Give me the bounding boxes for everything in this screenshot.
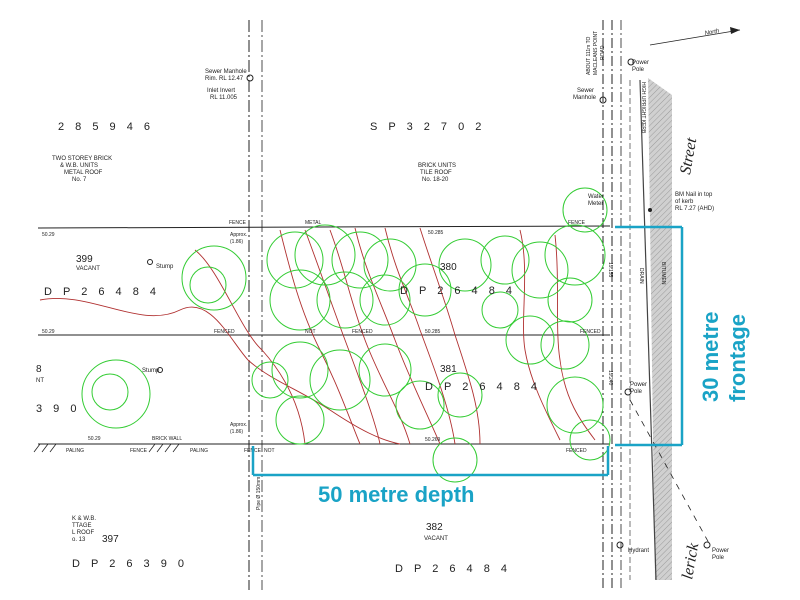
note-kw-3: L ROOF [72, 530, 94, 536]
lot-dp-26484-d: D P 2 6 4 8 4 [395, 563, 511, 575]
note-power-pole-4b: Pole [712, 555, 725, 561]
dim-w2: 15.240 [607, 370, 613, 386]
dim-d1: 50.29 [42, 232, 55, 238]
note-metal: METAL [305, 220, 322, 226]
note-kw-4: o. 13 [72, 537, 86, 543]
note-approx-2v: (1.86) [230, 429, 243, 435]
note-bm-nail-2: of kerb [675, 199, 694, 205]
lot-8-status-fragment: NT [36, 378, 44, 384]
note-bm-nail-1: BM Nail in top [675, 192, 713, 198]
street-label: Street [677, 136, 700, 176]
note-kw-2: TTAGE [72, 523, 92, 529]
dim-d3: 50.29 [42, 329, 55, 335]
lot-8-fragment: 8 [36, 364, 42, 375]
lot-390: 3 9 0 [36, 403, 80, 415]
note-sewer-2: Sewer [577, 88, 594, 94]
dim-w1: 15.155 [607, 262, 613, 278]
note-bm-rl: RL 7.27 (AHD) [675, 206, 714, 212]
note-about-1: ABOUT 111m TO [586, 36, 592, 75]
lot-dp-26484-a: D P 2 6 4 8 4 [44, 286, 160, 298]
lot-381: 381 [440, 364, 457, 375]
note-paling-2: PALING [190, 448, 208, 454]
note-about-3: ROAD [600, 45, 606, 60]
note-paling-1: PALING [66, 448, 84, 454]
note-approx-2: Approx. [230, 422, 247, 428]
note-power-pole-4: Power [712, 548, 729, 554]
note-no18-20: No. 18-20 [422, 177, 449, 183]
lot-397: 397 [102, 534, 119, 545]
note-tile-roof: TILE ROOF [420, 170, 452, 176]
note-fence-3: FENCE [130, 448, 148, 454]
lot-dp-26484-b: D P 2 6 4 8 4 [400, 285, 516, 297]
note-two-storey: TWO STOREY BRICK [52, 156, 112, 162]
lot-382-status: VACANT [424, 536, 448, 542]
note-power-pole-1b: Pole [632, 67, 645, 73]
note-inlet-rl: RL 11.005 [210, 95, 238, 101]
note-water-2: Meter [588, 201, 603, 207]
lot-sp-32702: S P 3 2 7 0 2 [370, 121, 485, 133]
note-not-1: NOT [305, 329, 316, 335]
note-manhole-2: Manhole [573, 95, 597, 101]
note-high-kerb: HIGH UPRIGHT KERB [640, 82, 646, 134]
note-no7: No. 7 [72, 177, 87, 183]
note-sewer-manhole-1: Sewer Manhole [205, 69, 247, 75]
survey-marks [147, 58, 711, 549]
boundary-top [37, 225, 611, 229]
lot-399-status: VACANT [76, 266, 100, 272]
north-arrow-head [730, 27, 740, 34]
lot-285946: 2 8 5 9 4 6 [58, 121, 154, 133]
note-wb-units: & W.B. UNITS [60, 163, 98, 169]
note-approx-1: Approx. [230, 232, 247, 238]
note-power-pole-3b: Pole [630, 389, 643, 395]
note-stump-1: Stump [156, 264, 174, 270]
note-pipe: Pipe Ø 150mm [256, 477, 262, 510]
note-rim: Rim. RL 12.47 [205, 76, 244, 82]
service-line [629, 399, 711, 546]
road-strip [648, 78, 672, 580]
note-inlet: Inlet Invert [207, 88, 235, 94]
street-label-2: lerick [679, 541, 702, 581]
north-label: North [704, 28, 720, 37]
note-water-1: Water [588, 194, 604, 200]
lot-380: 380 [440, 262, 457, 273]
note-power-pole-3: Power [630, 382, 647, 388]
lot-dp-26484-c: D P 2 6 4 8 4 [425, 381, 541, 393]
note-not-2: NOT [264, 448, 275, 454]
frontage-label-2: frontage [725, 314, 750, 402]
note-stump-2: Stump [142, 368, 160, 374]
note-brick-wall: BRICK WALL [152, 436, 182, 442]
lot-399: 399 [76, 254, 93, 265]
lot-dp-26390: D P 2 6 3 9 0 [72, 558, 188, 570]
note-fence-2: FENCE [568, 220, 586, 226]
note-kw-1: K & W.B. [72, 516, 96, 522]
note-brick-units: BRICK UNITS [418, 163, 456, 169]
frontage-label-1: 30 metre [698, 311, 723, 402]
dim-d4: 50.285 [425, 329, 441, 335]
dim-d5: 50.29 [88, 436, 101, 442]
dim-d6: 50.269 [425, 437, 441, 443]
north-arrow-line [649, 29, 741, 46]
note-drain: DRAIN [638, 268, 644, 284]
note-about-2: MACLEANS POINT [593, 31, 599, 75]
note-approx-1v: (1.86) [230, 239, 243, 245]
note-fenced-1: FENCED [214, 329, 235, 335]
note-power-pole-1: Power [632, 60, 649, 66]
note-fenced-4: FENCED [566, 448, 587, 454]
note-fenced-2: FENCED [352, 329, 373, 335]
depth-label: 50 metre depth [318, 482, 475, 507]
wall-hatch [33, 443, 180, 453]
note-hydrant: Hydrant [628, 548, 649, 554]
note-metal-roof: METAL ROOF [64, 170, 103, 176]
note-fenced-3: FENCED [580, 329, 601, 335]
lot-382: 382 [426, 522, 443, 533]
contours [39, 227, 596, 445]
note-fence-1: FENCE [229, 220, 247, 226]
kerb-line [639, 79, 657, 581]
dim-d2: 50.285 [428, 230, 444, 236]
trees [81, 187, 611, 483]
note-bitumen: BITUMEN [660, 262, 666, 285]
